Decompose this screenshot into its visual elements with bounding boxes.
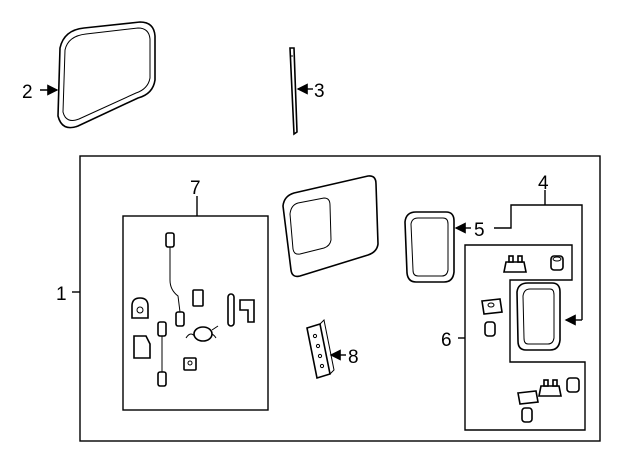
- callout-5: 5: [474, 220, 485, 241]
- part-7-hardware[interactable]: [131, 232, 255, 387]
- part-6-hardware[interactable]: [481, 255, 580, 423]
- hardware-kit-box: [122, 215, 269, 411]
- part-8-channel[interactable]: [306, 318, 335, 380]
- callout-4: 4: [538, 173, 549, 194]
- part-4-glass[interactable]: [516, 282, 561, 351]
- part-2-window-glass[interactable]: [57, 21, 156, 129]
- callout-7: 7: [190, 178, 201, 199]
- part-6-kit-box: [464, 244, 586, 431]
- callout-8: 8: [348, 347, 359, 368]
- part-5-glass[interactable]: [404, 211, 455, 283]
- callout-1: 1: [56, 284, 67, 305]
- callout-3: 3: [314, 81, 325, 102]
- callout-2: 2: [22, 82, 33, 103]
- part-3-weatherstrip[interactable]: [289, 47, 298, 136]
- leader-line-4: [494, 204, 583, 320]
- slider-glass-panel[interactable]: [282, 175, 379, 278]
- callout-6: 6: [441, 330, 452, 351]
- assembly-frame: [79, 155, 601, 442]
